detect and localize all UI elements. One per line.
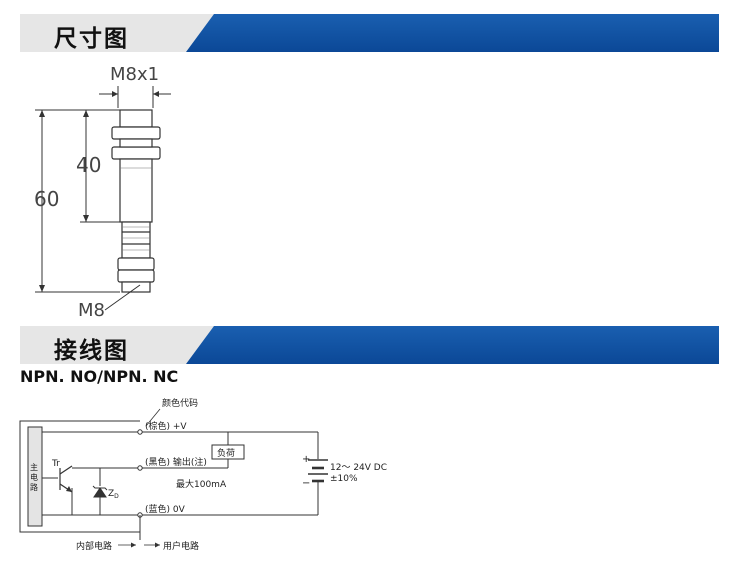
connector-label: M8 (78, 300, 105, 321)
thread-dimension (99, 86, 171, 108)
thread-label: M8x1 (110, 64, 159, 85)
wiring-diagram: 主 电 路 颜色代码 Tr (19, 397, 387, 552)
load-box (211, 444, 245, 460)
supply-tolerance-label: ±10% (330, 474, 358, 484)
max-current-label: 最大100mA (176, 478, 227, 490)
zener-symbol (92, 485, 108, 498)
length-40-label: 40 (76, 153, 101, 177)
circuit-arrows (118, 542, 160, 548)
blue-wire-label: (蓝色) 0V (145, 503, 186, 515)
section-title: 接线图 (54, 337, 129, 364)
section-title: 尺寸图 (54, 25, 129, 52)
internal-circuit-label-3: 路 (30, 482, 38, 492)
section-header-wiring: 接线图 (20, 326, 719, 364)
wires (42, 431, 319, 516)
length-dimensions (35, 109, 122, 293)
supply-voltage-label: 12～ 24V DC (330, 463, 387, 473)
thread-hatching (120, 167, 152, 251)
sensor-body (111, 109, 161, 293)
black-wire-label: (黑色) 输出(注) (145, 456, 207, 468)
header-accent (186, 14, 719, 52)
section-header-dimensions: 尺寸图 (20, 14, 719, 52)
transistor-label: Tr (51, 459, 60, 469)
power-supply-symbol (308, 459, 328, 483)
dimension-drawing: M8x1 40 60 M8 (34, 64, 171, 321)
internal-circuit-label-2: 电 (30, 472, 38, 482)
terminals (137, 429, 143, 518)
wiring-subtitle: NPN. NO/NPN. NC (20, 367, 179, 386)
zener-label: ZD (108, 489, 119, 500)
internal-circuit-label-1: 主 (30, 462, 38, 472)
internal-circuit-caption: 内部电路 (76, 540, 112, 552)
connector-leader (104, 284, 141, 311)
color-code-leader (145, 408, 161, 427)
brown-wire-label: (棕色) +V (145, 420, 187, 432)
plus-sign: + (302, 454, 310, 465)
color-code-label: 颜色代码 (162, 397, 198, 409)
internal-circuit-box (19, 420, 140, 533)
transistor-symbol (59, 465, 73, 493)
minus-sign: − (302, 478, 310, 489)
user-circuit-caption: 用户电路 (163, 540, 199, 552)
load-label: 负荷 (217, 447, 235, 459)
length-60-label: 60 (34, 187, 59, 211)
header-accent (186, 326, 719, 364)
